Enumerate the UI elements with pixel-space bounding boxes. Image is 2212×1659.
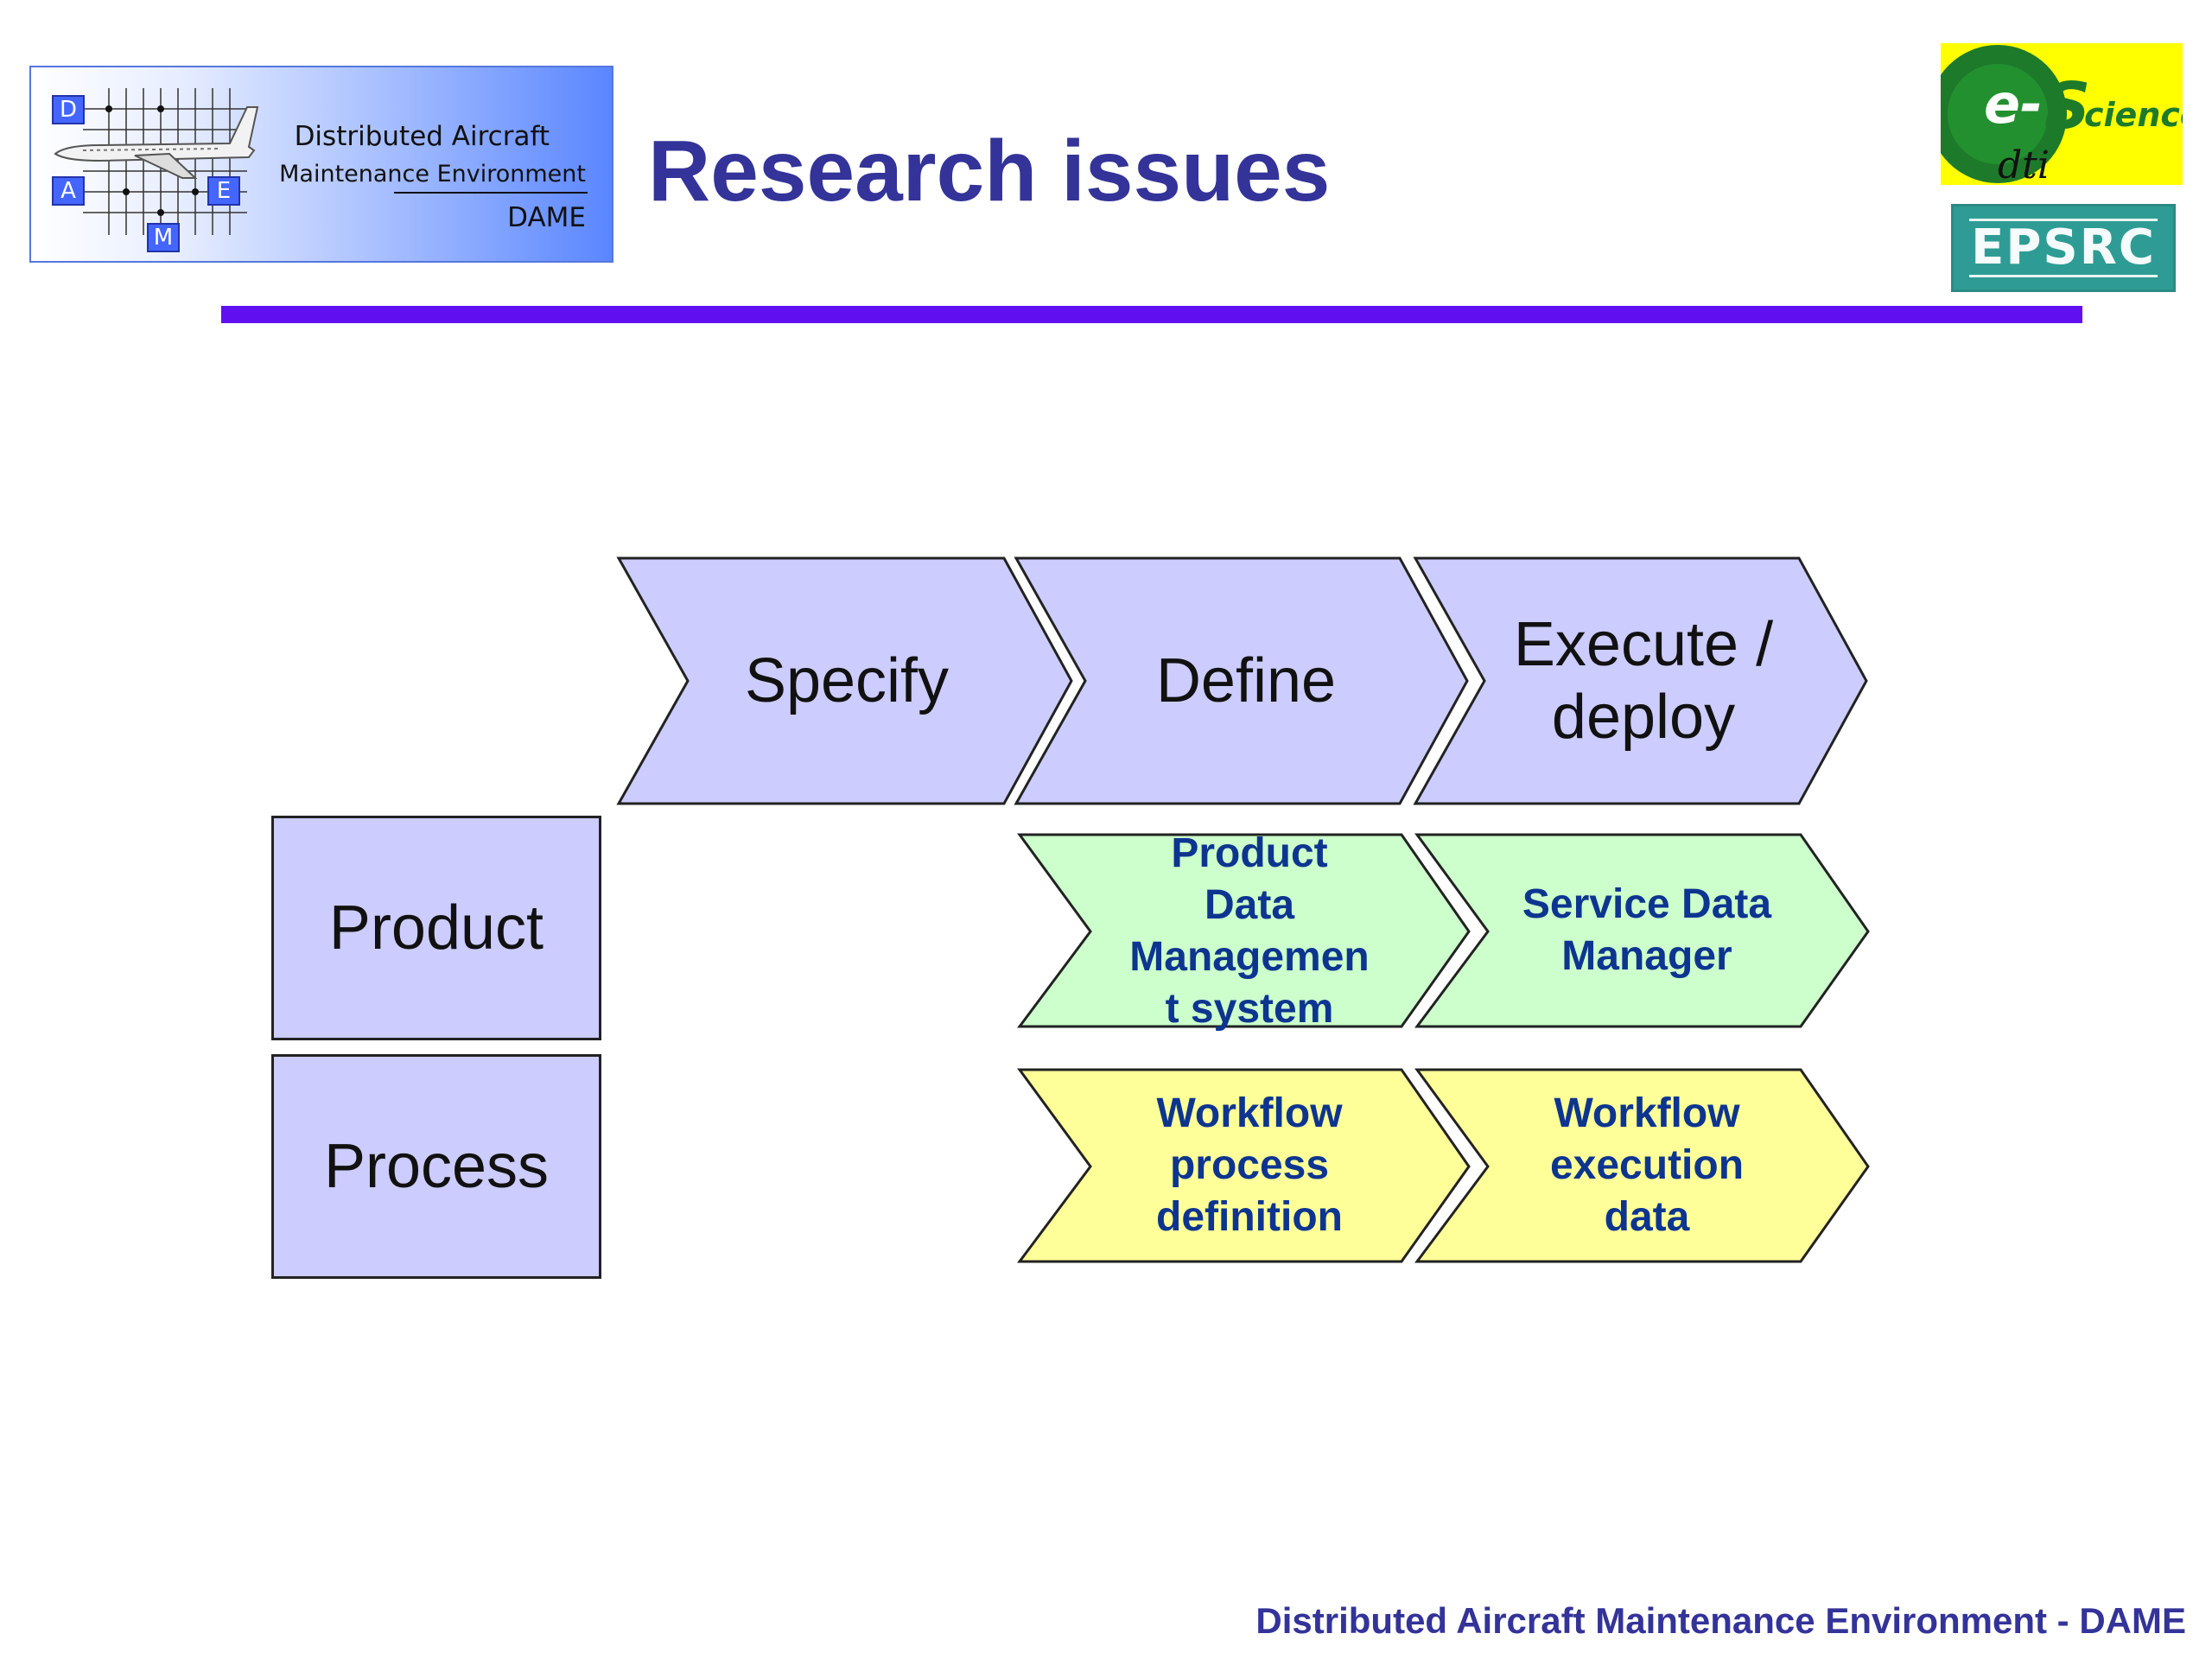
cell-workflow-process-definition: Workflow process definition (1156, 1090, 1343, 1240)
product-chevron-pdm (1017, 833, 1471, 1028)
dame-logo: D A E M Distributed Aircraft Maintenance… (29, 66, 613, 263)
cell-product-data-management: Product Data Managemen t system (1129, 830, 1370, 1032)
dame-letter-m: M (147, 223, 180, 252)
phase-label-define: Define (1155, 646, 1337, 715)
slide-title: Research issues (648, 123, 1331, 219)
phase-chevron-define (1014, 556, 1469, 805)
phase-label-specify: Specify (744, 646, 950, 715)
process-chevron-definition (1017, 1068, 1471, 1263)
dame-letter-a: A (52, 176, 85, 206)
escience-seal-graphic: e- S cience dti (1941, 45, 2183, 185)
cell-service-data-manager: Service Data Manager (1522, 881, 1772, 979)
escience-cience-glyph: cience (2084, 96, 2183, 134)
row-label-product: Product (271, 816, 601, 1040)
phase-chevron-execute (1413, 556, 1868, 805)
dame-letter-e: E (207, 176, 240, 206)
dame-logo-line2: Maintenance Environment (279, 161, 586, 188)
product-chevron-sdm (1414, 833, 1870, 1028)
cell-workflow-execution-data: Workflow execution data (1549, 1090, 1745, 1240)
escience-s-glyph: S (2044, 69, 2090, 143)
dame-letter-d: D (52, 95, 85, 124)
escience-e-glyph: e- (1984, 73, 2043, 136)
slide-footer: Distributed Aircraft Maintenance Environ… (1255, 1600, 2186, 1641)
phase-chevron-specify (616, 556, 1073, 805)
row-label-process: Process (271, 1054, 601, 1279)
escience-dti-glyph: dti (1998, 143, 2050, 185)
dame-grid-airplane-graphic (54, 88, 259, 235)
dame-logo-line1: Distributed Aircraft (294, 121, 550, 152)
dame-logo-underline (394, 192, 588, 194)
epsrc-logo: EPSRC (1951, 204, 2176, 292)
dame-logo-line3: DAME (507, 202, 586, 233)
phase-label-execute-deploy: Execute / deploy (1513, 610, 1774, 752)
epsrc-logo-text: EPSRC (1969, 219, 2158, 277)
process-chevron-execution (1414, 1068, 1870, 1263)
escience-logo: e- S cience dti (1941, 43, 2183, 185)
title-rule (221, 306, 2082, 323)
